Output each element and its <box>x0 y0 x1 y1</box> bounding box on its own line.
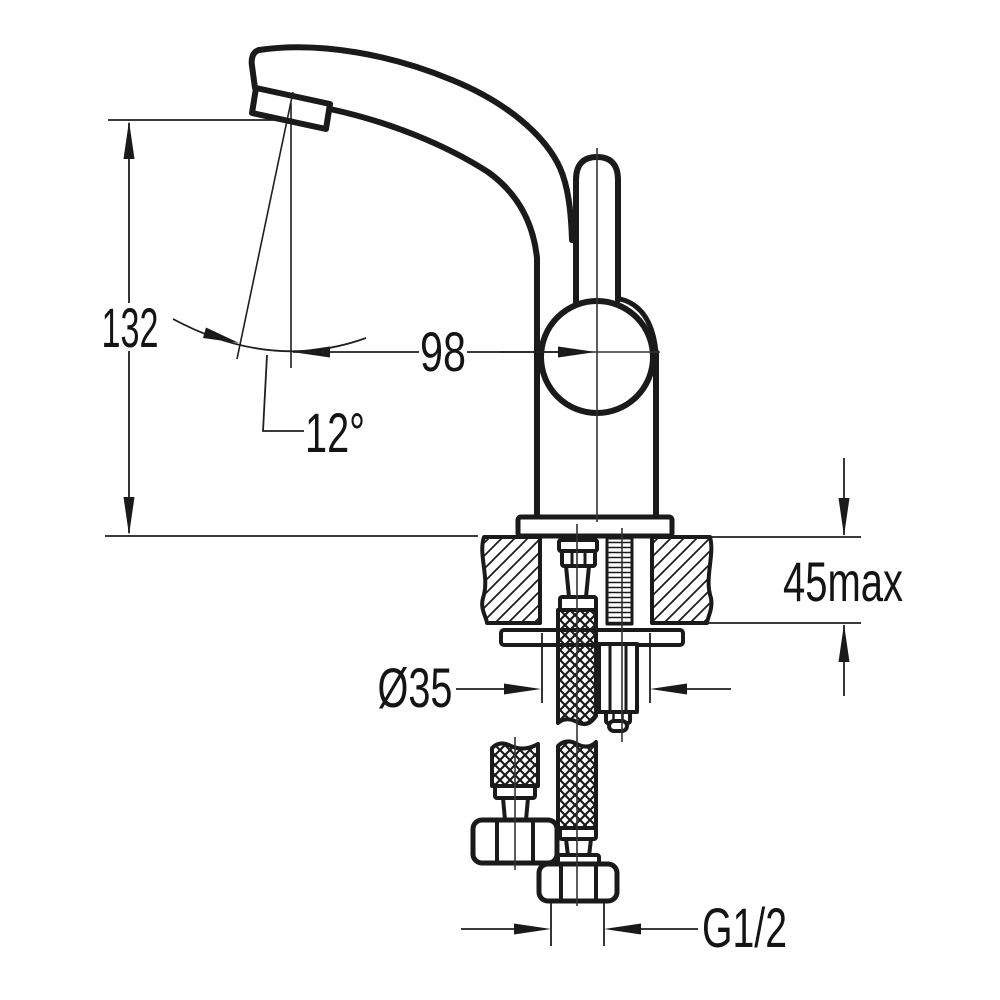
spout-nose <box>248 47 262 91</box>
arc-arrowhead-left <box>203 327 239 343</box>
dim-height-132: 132 <box>102 119 478 537</box>
dim-label-132: 132 <box>102 296 159 359</box>
arrowhead-left <box>650 683 687 695</box>
dim-thread-g12: G1/2 <box>461 896 787 959</box>
stud-sleeve-ribs <box>608 645 628 711</box>
arrowhead-right <box>558 346 596 358</box>
shank-hex-nut <box>560 549 597 568</box>
dim-label-dia35: Ø35 <box>378 656 453 719</box>
arrowhead-right <box>504 683 541 695</box>
angle-leader <box>262 354 304 432</box>
spout-top-curve <box>256 44 575 243</box>
arrowhead-up <box>838 624 850 662</box>
dim-label-12deg: 12° <box>305 401 365 464</box>
dim-deck-45max: 45max <box>700 458 903 696</box>
dim-angle-12deg: 12° <box>172 91 367 464</box>
dimensions: 132 12° 98 45max <box>102 91 903 959</box>
countertop-right-block <box>650 535 714 625</box>
arrowhead-up <box>123 121 135 159</box>
left-hex-flats <box>495 822 535 861</box>
dim-label-g12: G1/2 <box>702 896 787 959</box>
right-hex-flats <box>559 866 598 899</box>
slanted-spout-ray <box>236 91 294 360</box>
threaded-stud <box>605 536 634 626</box>
spout-bottom-curve-and-body-left <box>327 106 540 520</box>
dim-label-98: 98 <box>420 320 466 383</box>
base-plate <box>515 514 675 539</box>
angle-arc <box>172 318 367 353</box>
shank-hex-flats <box>570 552 587 565</box>
countertop-left-block <box>480 535 542 625</box>
arrowhead-down <box>838 498 850 536</box>
stud-sleeve <box>597 642 639 714</box>
body-shoulder-arc <box>617 296 659 355</box>
right-hose-hex-nut <box>536 861 620 904</box>
dim-label-45max: 45max <box>783 550 903 613</box>
arrowhead-right <box>514 923 551 935</box>
dim-reach-98: 98 <box>293 320 596 383</box>
dim-hole-dia-35: Ø35 <box>378 633 731 719</box>
arrowhead-left <box>604 923 641 935</box>
stud-tip-cap <box>607 719 629 733</box>
arrowhead-down <box>123 497 135 535</box>
